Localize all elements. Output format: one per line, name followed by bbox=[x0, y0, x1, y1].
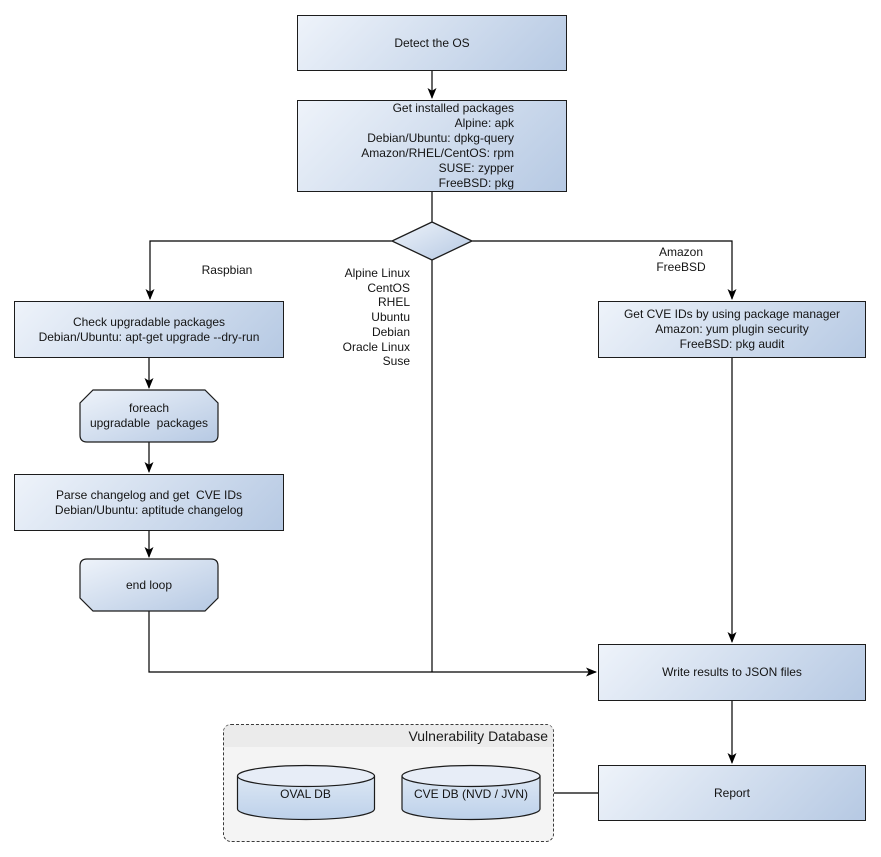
edge-label-os-list: Alpine Linux CentOS RHEL Ubuntu Debian O… bbox=[342, 266, 410, 369]
node-parse-changelog: Parse changelog and get CVE IDs Debian/U… bbox=[14, 474, 284, 531]
cve-db-cylinder bbox=[401, 764, 541, 821]
edge-decision-to-get-cve bbox=[472, 240, 737, 300]
node-get-cve-ids: Get CVE IDs by using package manager Ama… bbox=[598, 301, 866, 358]
decision-diamond bbox=[390, 221, 474, 261]
node-detect-os: Detect the OS bbox=[297, 15, 567, 71]
vulnerability-database-title: Vulnerability Database bbox=[224, 725, 553, 747]
node-write-results-json: Write results to JSON files bbox=[598, 644, 866, 701]
edge-label-amazon-freebsd: Amazon FreeBSD bbox=[656, 245, 706, 274]
vulnerability-database-group: Vulnerability Database bbox=[223, 724, 554, 842]
node-check-upgradable-packages: Check upgradable packages Debian/Ubuntu:… bbox=[14, 301, 284, 358]
node-report: Report bbox=[598, 765, 866, 821]
foreach-loop-shape bbox=[79, 389, 219, 443]
end-loop-shape bbox=[79, 558, 219, 612]
edge-label-raspbian: Raspbian bbox=[201, 263, 253, 277]
node-get-installed-packages: Get installed packages Alpine: apk Debia… bbox=[297, 100, 567, 192]
edge-endloop-to-write-results bbox=[148, 611, 597, 677]
oval-db-cylinder bbox=[236, 764, 376, 821]
edge-decision-to-check-upgradable bbox=[145, 240, 392, 300]
